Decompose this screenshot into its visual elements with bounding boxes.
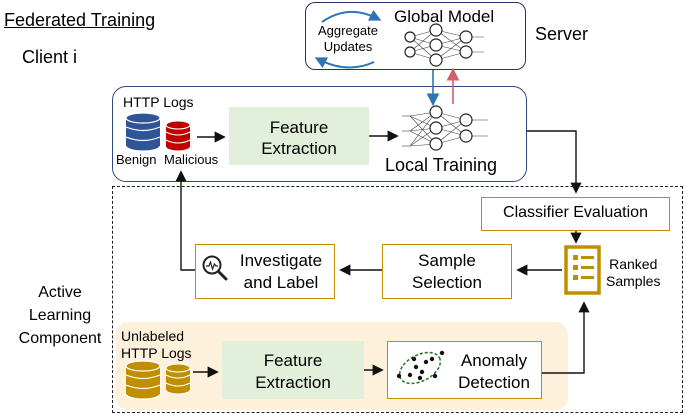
unlabeled-database-icon [125, 360, 191, 400]
global-model-label: Global Model [394, 7, 495, 26]
anomaly-line1: Anomaly [460, 351, 528, 370]
magnifier-icon [202, 255, 228, 281]
http-logs-label: HTTP Logs [123, 94, 194, 110]
sample-selection-label: Sample Selection [382, 250, 512, 294]
malicious-label: Malicious [164, 152, 219, 167]
client-fe-line2: Extraction [261, 139, 337, 158]
unlabeled-line1: Unlabeled [121, 328, 185, 344]
sample-selection-line2: Selection [412, 273, 482, 292]
ranked-line1: Ranked [609, 256, 658, 272]
classifier-evaluation-box [481, 197, 670, 231]
benign-label: Benign [116, 152, 157, 167]
benign-database-icon [125, 112, 161, 152]
sample-selection-line1: Sample [418, 251, 476, 270]
server-label: Server [535, 24, 589, 44]
federated-training-title: Federated Training [4, 10, 156, 30]
local-training-label: Local Training [385, 155, 498, 175]
unlabeled-fe-line2: Extraction [255, 373, 331, 392]
active-learning-label: Active Learning Component [0, 281, 120, 350]
anomaly-cluster-icon [396, 350, 445, 385]
unlabeled-http-logs-label: Unlabeled HTTP Logs [121, 328, 192, 362]
aggregate-updates-label: Aggregate Updates [308, 23, 388, 55]
active-learning-region [112, 186, 683, 413]
aggregate-line1: Aggregate [318, 23, 378, 38]
anomaly-detection-label: Anomaly Detection [446, 350, 542, 394]
ranked-samples-label: Ranked Samples [606, 256, 660, 290]
ranked-list-icon [564, 245, 601, 295]
investigate-label-box [195, 244, 335, 299]
sample-selection-box [382, 244, 512, 299]
aggregate-line2: Updates [323, 39, 373, 54]
client-feature-extraction-box [229, 107, 369, 165]
arrow-anomaly-to-ranked [542, 301, 590, 374]
client-fe-line1: Feature [269, 118, 329, 137]
client-box [112, 86, 527, 182]
unlabeled-line2: HTTP Logs [121, 345, 192, 361]
malicious-database-icon [165, 120, 191, 152]
investigate-label-text: Investigate and Label [226, 250, 336, 294]
ranked-line2: Samples [606, 273, 661, 289]
unlabeled-fe-line1: Feature [263, 351, 323, 370]
arrow-investigate-to-logs [175, 170, 195, 271]
al-line2: Learning [28, 307, 92, 324]
unlabeled-feature-extraction-label: Feature Extraction [222, 350, 364, 394]
investigate-line1: Investigate [239, 251, 323, 270]
unlabeled-feature-extraction-box [222, 341, 364, 399]
server-box [305, 2, 526, 70]
classifier-evaluation-label: Classifier Evaluation [503, 204, 648, 221]
client-label: Client i [22, 47, 78, 67]
anomaly-detection-box [387, 341, 542, 399]
anomaly-line2: Detection [458, 373, 530, 392]
al-line1: Active [38, 284, 82, 301]
investigate-line2: and Label [243, 273, 319, 292]
client-feature-extraction-label: Feature Extraction [229, 117, 369, 159]
al-line3: Component [18, 330, 102, 347]
arrow-local-to-classifier [527, 130, 582, 194]
